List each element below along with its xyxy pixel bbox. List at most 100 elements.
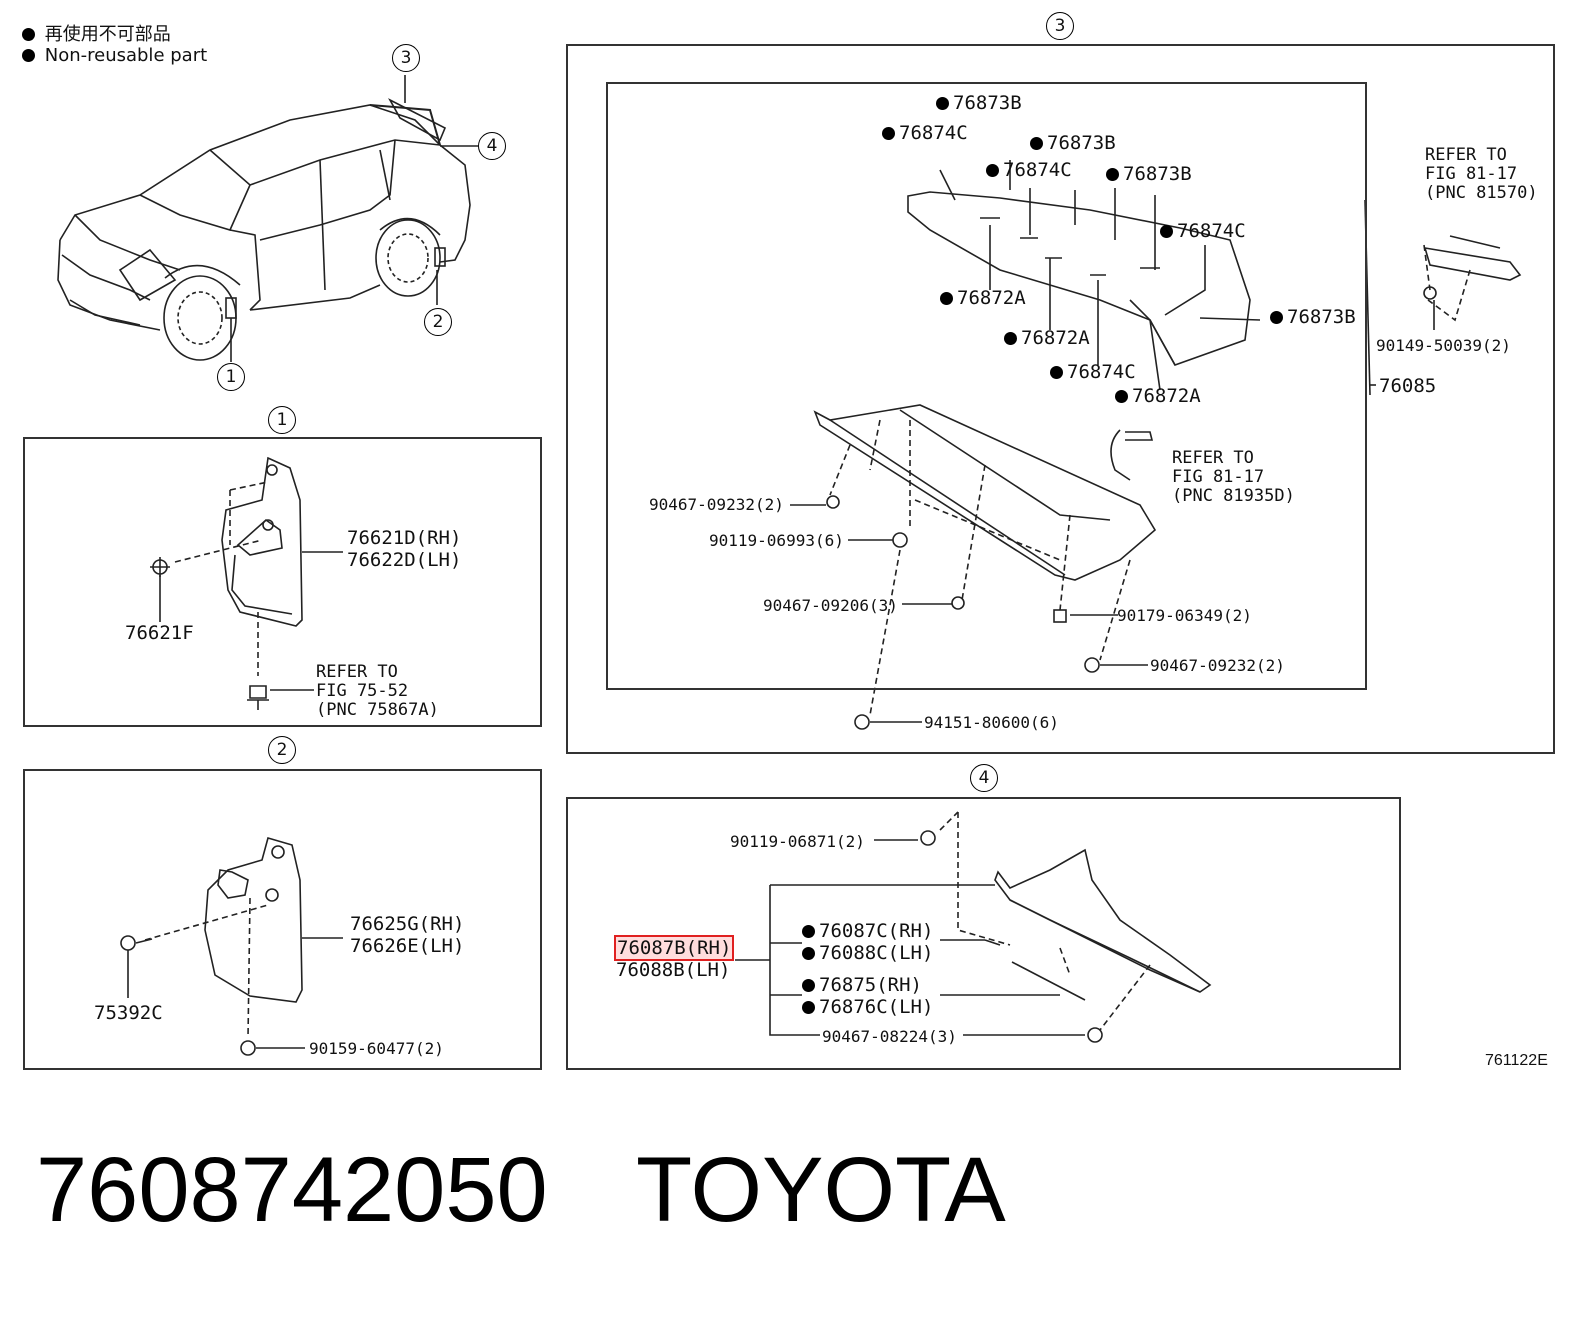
nonreusable-icon bbox=[802, 925, 815, 938]
label-90467-09206: 90467-09206(3) bbox=[763, 596, 898, 615]
ref-a-line2: FIG 81-17 bbox=[1425, 164, 1518, 184]
label-90149-50039: 90149-50039(2) bbox=[1376, 336, 1511, 355]
label-text: 76087C(RH) bbox=[819, 920, 934, 942]
label-76872a-b: 76872A bbox=[1004, 328, 1090, 348]
nonreusable-icon bbox=[802, 1001, 815, 1014]
nonreusable-icon bbox=[1004, 332, 1017, 345]
label-76873b-b: 76873B bbox=[1030, 133, 1116, 153]
label-text: 76874C bbox=[899, 122, 968, 144]
label-text: 76873B bbox=[1123, 163, 1192, 185]
callout-1: 1 bbox=[217, 363, 245, 391]
bullet-icon bbox=[22, 49, 35, 62]
nonreusable-icon bbox=[1270, 311, 1283, 324]
legend-en-text: Non-reusable part bbox=[44, 45, 208, 66]
panel2-badge: 2 bbox=[268, 736, 296, 764]
panel3-badge: 3 bbox=[1046, 12, 1074, 40]
ref-b-line3: (PNC 81935D) bbox=[1172, 486, 1295, 506]
ref-b-line1: REFER TO bbox=[1172, 448, 1254, 468]
nonreusable-icon bbox=[1050, 366, 1063, 379]
vehicle-illustration bbox=[57, 75, 478, 362]
nonreusable-icon bbox=[986, 164, 999, 177]
label-76872a-a: 76872A bbox=[940, 288, 1026, 308]
label-76621f: 76621F bbox=[125, 622, 194, 644]
label-76874c-d: 76874C bbox=[1050, 362, 1136, 382]
label-text: 76874C bbox=[1067, 361, 1136, 383]
ref1-line1: REFER TO bbox=[316, 662, 398, 682]
label-90159-60477: 90159-60477(2) bbox=[309, 1039, 444, 1058]
label-76626e: 76626E(LH) bbox=[350, 935, 465, 957]
label-76876c: 76876C(LH) bbox=[802, 997, 933, 1017]
panel1-drawing bbox=[150, 456, 343, 710]
nonreusable-icon bbox=[882, 127, 895, 140]
nonreusable-icon bbox=[936, 97, 949, 110]
panel3-drawing bbox=[790, 160, 1522, 730]
ref1-line2: FIG 75-52 bbox=[316, 681, 409, 701]
panel3-inner bbox=[606, 82, 1367, 690]
panel1 bbox=[23, 437, 542, 727]
label-76088b: 76088B(LH) bbox=[616, 959, 731, 981]
label-90119-06993: 90119-06993(6) bbox=[709, 531, 844, 550]
label-76625g: 76625G(RH) bbox=[350, 913, 465, 935]
nonreusable-icon bbox=[1030, 137, 1043, 150]
panel2-drawing bbox=[120, 837, 343, 1056]
legend-zh-text: 再使用不可部品 bbox=[44, 24, 171, 45]
label-90467-09232-b: 90467-09232(2) bbox=[1150, 656, 1285, 675]
ref-a-line1: REFER TO bbox=[1425, 145, 1507, 165]
label-text: 76872A bbox=[957, 287, 1026, 309]
label-76873b-c: 76873B bbox=[1106, 164, 1192, 184]
label-text: 76873B bbox=[1047, 132, 1116, 154]
label-76873b-a: 76873B bbox=[936, 93, 1022, 113]
label-76085: 76085 bbox=[1379, 375, 1437, 397]
nonreusable-icon bbox=[940, 292, 953, 305]
label-76874c-b: 76874C bbox=[986, 160, 1072, 180]
nonreusable-icon bbox=[1106, 168, 1119, 181]
bullet-icon bbox=[22, 28, 35, 41]
label-90467-08224: 90467-08224(3) bbox=[822, 1027, 957, 1046]
footer-part-number: 7608742050 bbox=[36, 1139, 548, 1241]
panel2 bbox=[23, 769, 542, 1070]
panel3-outer bbox=[566, 44, 1555, 754]
label-76872a-c: 76872A bbox=[1115, 386, 1201, 406]
callout-3: 3 bbox=[392, 44, 420, 72]
label-text: 76874C bbox=[1177, 220, 1246, 242]
panel4-drawing bbox=[735, 811, 1212, 1043]
legend-zh: 再使用不可部品 bbox=[22, 20, 171, 46]
callout-2: 2 bbox=[424, 308, 452, 336]
label-90467-09232-a: 90467-09232(2) bbox=[649, 495, 784, 514]
callout-4: 4 bbox=[478, 132, 506, 160]
panel4-badge: 4 bbox=[970, 764, 998, 792]
ref-b-line2: FIG 81-17 bbox=[1172, 467, 1265, 487]
nonreusable-icon bbox=[1115, 390, 1128, 403]
legend-en: Non-reusable part bbox=[22, 45, 207, 66]
label-76087b-highlighted: 76087B(RH) bbox=[614, 935, 735, 961]
label-76874c-a: 76874C bbox=[882, 123, 968, 143]
label-76875: 76875(RH) bbox=[802, 975, 922, 995]
label-text: 76875(RH) bbox=[819, 974, 922, 996]
label-90179-06349: 90179-06349(2) bbox=[1117, 606, 1252, 625]
footer-brand: TOYOTA bbox=[636, 1139, 1006, 1241]
figure-code: 761122E bbox=[1485, 1052, 1548, 1069]
label-text: 76872A bbox=[1132, 385, 1201, 407]
label-90119-06871: 90119-06871(2) bbox=[730, 832, 865, 851]
panel4 bbox=[566, 797, 1401, 1070]
label-76087c: 76087C(RH) bbox=[802, 921, 933, 941]
label-text: 76873B bbox=[1287, 306, 1356, 328]
nonreusable-icon bbox=[802, 947, 815, 960]
label-76621d: 76621D(RH) bbox=[347, 527, 462, 549]
nonreusable-icon bbox=[802, 979, 815, 992]
ref-a-line3: (PNC 81570) bbox=[1425, 183, 1538, 203]
panel1-badge: 1 bbox=[268, 406, 296, 434]
highlighted-part-number: 76087B(RH) bbox=[614, 935, 735, 961]
label-text: 76874C bbox=[1003, 159, 1072, 181]
label-text: 76876C(LH) bbox=[819, 996, 934, 1018]
nonreusable-icon bbox=[1160, 225, 1173, 238]
label-76088c: 76088C(LH) bbox=[802, 943, 933, 963]
label-76874c-c: 76874C bbox=[1160, 221, 1246, 241]
label-text: 76872A bbox=[1021, 327, 1090, 349]
label-75392c: 75392C bbox=[94, 1002, 163, 1024]
ref1-line3: (PNC 75867A) bbox=[316, 700, 439, 720]
label-76873b-d: 76873B bbox=[1270, 307, 1356, 327]
label-text: 76873B bbox=[953, 92, 1022, 114]
label-76622d: 76622D(LH) bbox=[347, 549, 462, 571]
